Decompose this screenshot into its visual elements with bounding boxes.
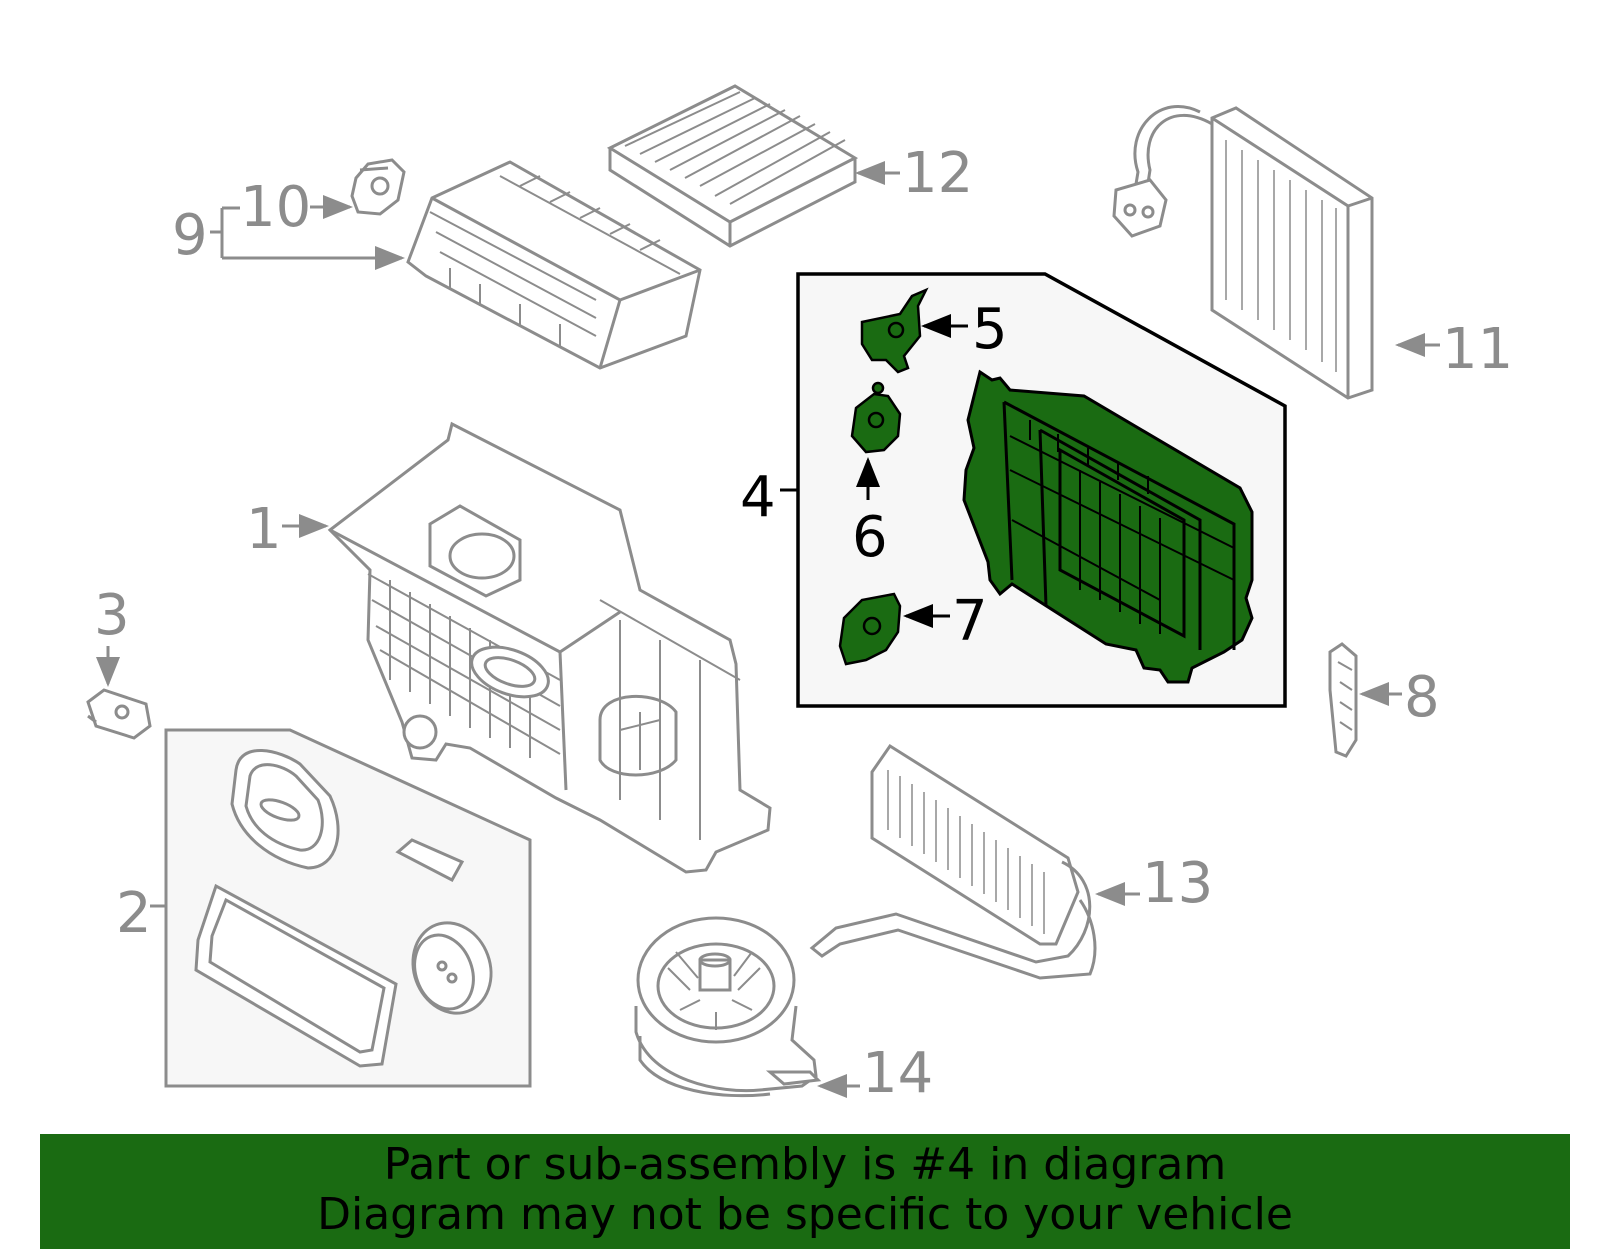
callout-11: 11 bbox=[1442, 317, 1514, 382]
callout-2: 2 bbox=[116, 881, 152, 946]
part-2-seals bbox=[194, 749, 493, 1068]
part-5-actuator bbox=[860, 287, 929, 374]
info-banner: Part or sub-assembly is #4 in diagram Di… bbox=[40, 1134, 1570, 1249]
callout-5: 5 bbox=[972, 297, 1008, 362]
banner-line-1: Part or sub-assembly is #4 in diagram bbox=[383, 1139, 1227, 1190]
part-9-upper-case bbox=[406, 160, 702, 370]
part-12-filter bbox=[606, 84, 859, 248]
part-3-sensor bbox=[86, 688, 152, 740]
part-11-evaporator bbox=[1112, 105, 1374, 400]
part-6-actuator bbox=[850, 381, 902, 454]
part-4-housing bbox=[962, 369, 1254, 684]
part-13-heater-core bbox=[809, 743, 1097, 980]
part-1-hvac-case bbox=[327, 421, 772, 874]
callout-6: 6 bbox=[852, 505, 888, 570]
callout-13: 13 bbox=[1142, 851, 1214, 916]
callout-10: 10 bbox=[240, 175, 312, 240]
callout-3: 3 bbox=[94, 583, 130, 648]
callout-4: 4 bbox=[740, 465, 776, 530]
callout-14: 14 bbox=[862, 1041, 934, 1106]
callout-1: 1 bbox=[246, 497, 282, 562]
part-10-actuator bbox=[350, 158, 406, 216]
banner-line-2: Diagram may not be specific to your vehi… bbox=[317, 1189, 1293, 1240]
part-7-actuator bbox=[838, 592, 902, 666]
part-8-bracket bbox=[1328, 642, 1358, 758]
callout-7: 7 bbox=[952, 589, 988, 654]
callout-12: 12 bbox=[902, 141, 974, 206]
part-14-blower bbox=[634, 916, 822, 1098]
callout-8: 8 bbox=[1404, 665, 1440, 730]
callout-9: 9 bbox=[172, 203, 208, 268]
